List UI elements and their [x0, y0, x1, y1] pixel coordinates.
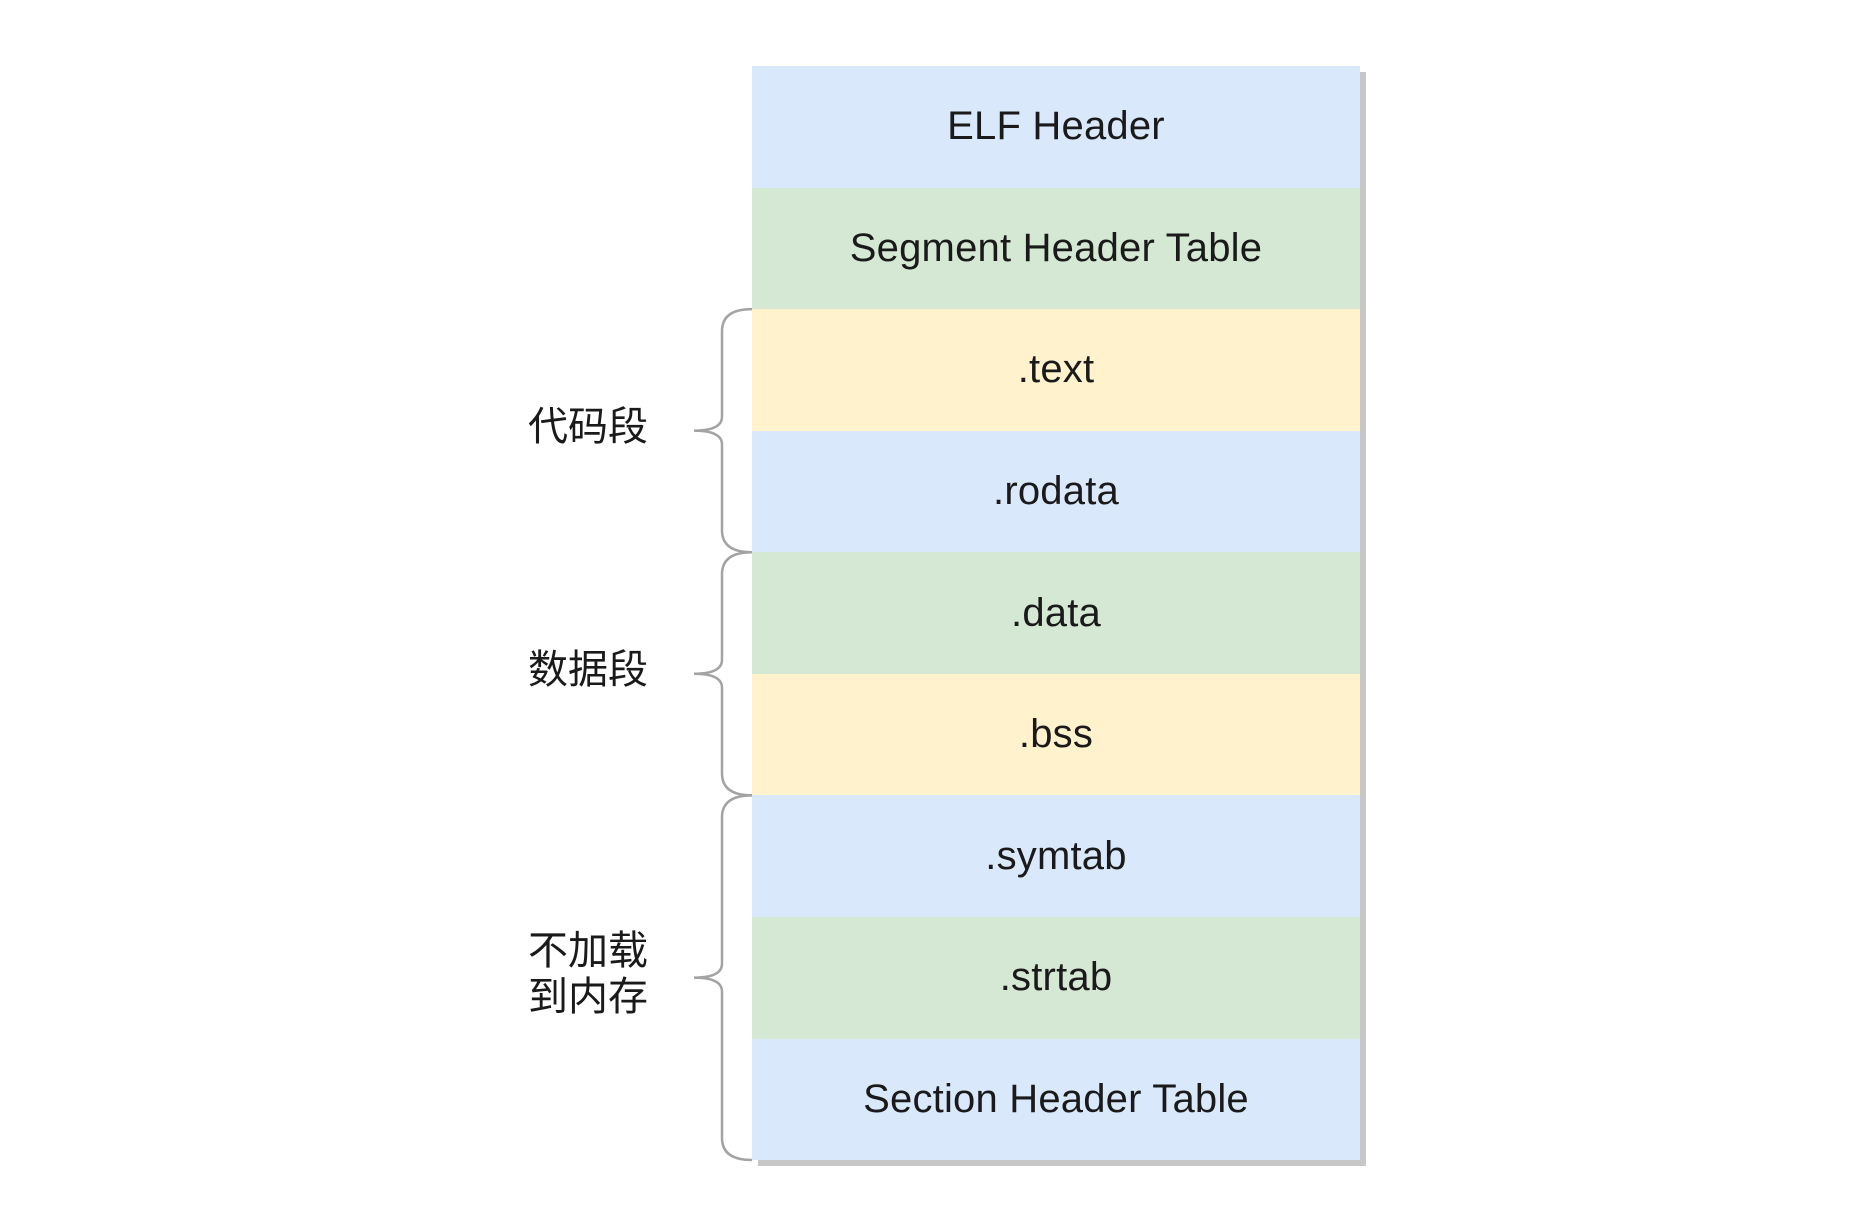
- brace-not-loaded: [693, 794, 753, 1162]
- section-label: .symtab: [985, 833, 1127, 878]
- group-label-line: 到内存: [528, 974, 648, 1019]
- group-label-not-loaded: 不加载 到内存: [488, 928, 688, 1020]
- section-label: .strtab: [999, 955, 1113, 1000]
- section-label: .rodata: [993, 468, 1119, 513]
- group-label-line: 代码段: [528, 404, 648, 449]
- group-label-data-segment: 数据段: [488, 647, 688, 693]
- brace-code-segment: [693, 307, 753, 554]
- section-bss: .bss: [752, 673, 1360, 796]
- section-label: Segment Header Table: [849, 225, 1263, 270]
- section-label: .bss: [1018, 712, 1094, 757]
- section-symtab: .symtab: [752, 795, 1360, 917]
- section-strtab: .strtab: [752, 916, 1360, 1039]
- section-label: Section Header Table: [863, 1076, 1249, 1121]
- section-section-header-table: Section Header Table: [752, 1038, 1360, 1161]
- brace-data-segment: [693, 550, 753, 797]
- section-label: ELF Header: [947, 104, 1165, 149]
- section-elf-header: ELF Header: [752, 66, 1360, 188]
- group-label-line: 不加载: [528, 928, 648, 973]
- elf-layout-stack: ELF Header Segment Header Table .text .r…: [752, 66, 1360, 1161]
- section-segment-header-table: Segment Header Table: [752, 187, 1360, 310]
- section-text: .text: [752, 309, 1360, 431]
- section-label: .data: [1011, 590, 1101, 635]
- group-label-line: 数据段: [528, 647, 648, 692]
- group-label-code-segment: 代码段: [488, 404, 688, 450]
- section-data: .data: [752, 552, 1360, 674]
- section-rodata: .rodata: [752, 430, 1360, 553]
- section-label: .text: [1017, 347, 1095, 392]
